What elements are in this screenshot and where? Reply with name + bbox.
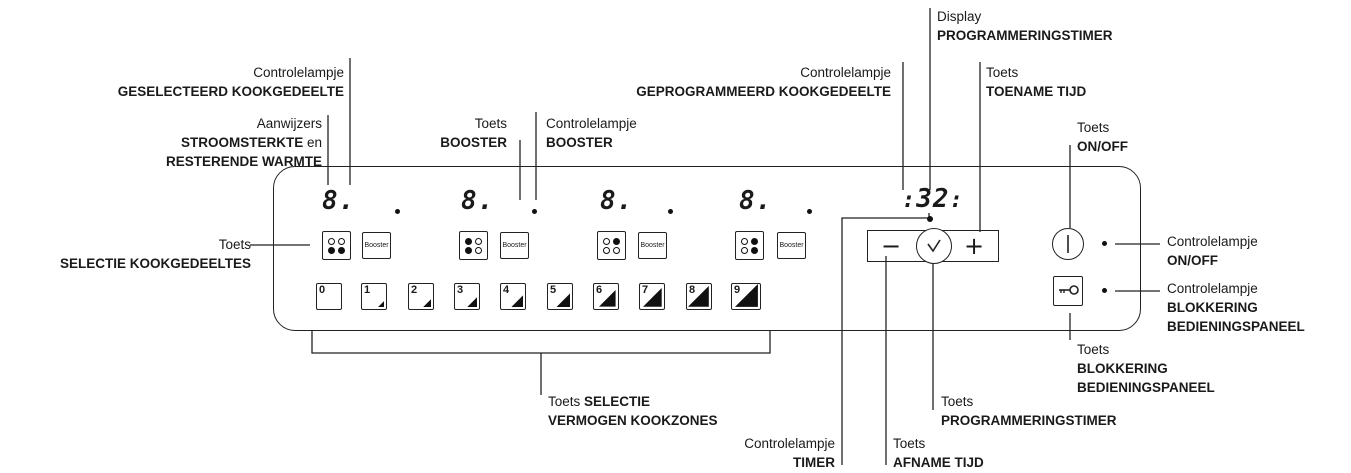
power-level-button-8[interactable]: 8: [686, 283, 712, 310]
zone-display-4: 8.: [739, 186, 773, 216]
control-panel: [273, 166, 1141, 331]
zone-select-button-2[interactable]: [459, 231, 488, 260]
label-key-zone-select: Toets SELECTIE KOOKGEDEELTES: [59, 237, 251, 271]
zone-select-button-3[interactable]: [597, 231, 626, 260]
power-level-number: 0: [319, 284, 326, 296]
level-triangle-icon: [599, 290, 616, 307]
label-key-power: Toets SELECTIE VERMOGEN KOOKZONES: [548, 394, 718, 428]
onoff-lamp: [1102, 241, 1107, 246]
zone-display-2: 8.: [461, 186, 495, 216]
level-triangle-icon: [688, 286, 709, 307]
booster-lamp-3: [668, 209, 673, 214]
zone-select-button-1[interactable]: [322, 231, 351, 260]
label-key-decrease: Toets AFNAME TIJD: [893, 436, 984, 470]
power-level-number: 9: [734, 284, 741, 296]
label-display-timer: Display PROGRAMMERINGSTIMER: [937, 9, 1113, 43]
power-level-number: 2: [411, 284, 418, 296]
clock-check-icon: [927, 239, 941, 253]
booster-lamp-4: [807, 209, 812, 214]
label-lamp-programmed-zone: Controlelampje GEPROGRAMMEERD KOOKGEDEEL…: [636, 65, 891, 99]
power-level-button-7[interactable]: 7: [639, 283, 665, 310]
power-level-number: 4: [503, 284, 510, 296]
power-level-button-0[interactable]: 0: [316, 283, 342, 310]
zone-display-1: 8.: [322, 186, 356, 216]
booster-button-1[interactable]: Booster: [362, 232, 391, 259]
level-triangle-icon: [466, 296, 477, 307]
label-key-increase: Toets TOENAME TIJD: [986, 65, 1087, 99]
power-level-number: 1: [364, 284, 371, 296]
level-triangle-icon: [735, 284, 758, 307]
timer-program-button[interactable]: [916, 228, 952, 264]
lock-button[interactable]: [1053, 276, 1083, 306]
power-level-button-3[interactable]: 3: [454, 283, 480, 310]
lock-lamp: [1102, 288, 1107, 293]
power-level-button-9[interactable]: 9: [731, 283, 761, 310]
power-level-number: 7: [642, 284, 649, 296]
power-level-button-4[interactable]: 4: [500, 283, 526, 310]
label-key-booster: Toets BOOSTER: [440, 116, 507, 150]
level-triangle-icon: [422, 298, 431, 307]
power-level-button-2[interactable]: 2: [408, 283, 434, 310]
timer-display: :32:: [902, 184, 964, 214]
power-level-button-5[interactable]: 5: [547, 283, 573, 310]
booster-button-4[interactable]: Booster: [777, 232, 806, 259]
power-icon: [1067, 235, 1069, 253]
power-level-number: 8: [689, 284, 696, 296]
booster-lamp-2: [532, 209, 537, 214]
level-triangle-icon: [510, 294, 523, 307]
label-key-lock: Toets BLOKKERING BEDIENINGSPANEEL: [1077, 342, 1215, 395]
label-lamp-lock: Controlelampje BLOKKERING BEDIENINGSPANE…: [1167, 281, 1305, 334]
timer-lamp: [927, 216, 933, 222]
label-lamp-selected-zone: Controlelampje GESELECTEERD KOOKGEDEELTE: [117, 65, 344, 99]
label-lamp-timer: Controlelampje TIMER: [744, 436, 835, 470]
booster-button-3[interactable]: Booster: [638, 232, 667, 259]
booster-button-2[interactable]: Booster: [500, 232, 529, 259]
zone-select-button-4[interactable]: [735, 231, 764, 260]
onoff-button[interactable]: [1052, 228, 1084, 260]
power-level-button-6[interactable]: 6: [593, 283, 619, 310]
power-level-number: 6: [596, 284, 603, 296]
power-level-number: 3: [457, 284, 464, 296]
label-key-timer: Toets PROGRAMMERINGSTIMER: [941, 394, 1117, 428]
label-key-onoff: Toets ON/OFF: [1077, 120, 1128, 154]
booster-lamp-1: [395, 209, 400, 214]
level-triangle-icon: [643, 288, 662, 307]
label-lamp-booster: Controlelampje BOOSTER: [546, 116, 637, 150]
increase-time-button[interactable]: +: [963, 231, 985, 260]
level-triangle-icon: [555, 292, 570, 307]
label-lamp-onoff: Controlelampje ON/OFF: [1167, 234, 1258, 268]
level-triangle-icon: [377, 300, 384, 307]
label-indicators: Aanwijzers STROOMSTERKTE en RESTERENDE W…: [165, 116, 322, 169]
power-level-button-1[interactable]: 1: [361, 283, 387, 310]
decrease-time-button[interactable]: −: [880, 231, 902, 260]
power-level-number: 5: [550, 284, 557, 296]
zone-display-3: 8.: [600, 186, 634, 216]
key-icon: [1059, 285, 1079, 295]
